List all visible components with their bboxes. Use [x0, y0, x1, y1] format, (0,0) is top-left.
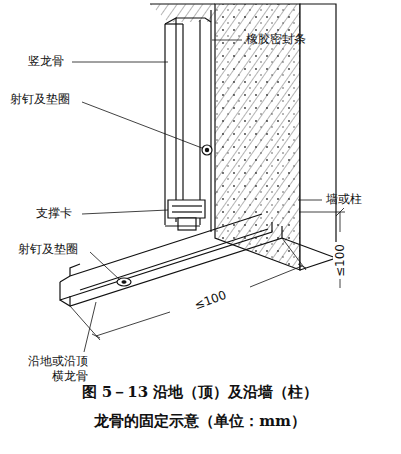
part-label: 橡胶密封条 — [246, 32, 306, 47]
part-label: 沿地或沿顶 横龙骨 — [8, 354, 88, 384]
part-label: 竖龙骨 — [28, 54, 64, 69]
part-label: 射钉及垫圈 — [10, 92, 70, 107]
part-label: 墙或柱 — [326, 192, 362, 207]
figure-caption: 图 5－13 沿地（顶）及沿墙（柱） 龙骨的固定示意（单位：mm） — [60, 378, 340, 435]
dimension-label: ≤100 — [333, 242, 348, 279]
dimension-label: ≤100 — [190, 287, 230, 314]
part-label: 支撑卡 — [36, 206, 72, 221]
part-label: 射钉及垫圈 — [18, 242, 78, 257]
